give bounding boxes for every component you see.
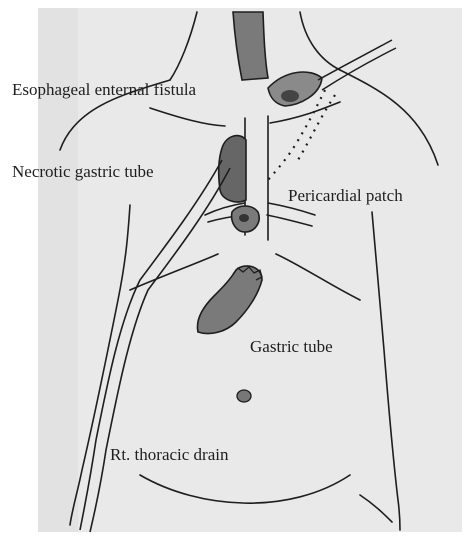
- navel: [237, 390, 251, 402]
- label-pericardial-patch: Pericardial patch: [288, 186, 403, 205]
- fistula-opening: [281, 90, 299, 102]
- necrotic-gastric-tube-shape: [219, 136, 246, 202]
- label-esophageal-fistula: Esophageal enternal fistula: [12, 80, 197, 99]
- label-gastric-tube: Gastric tube: [250, 337, 333, 356]
- pericardial-patch-dot: [239, 214, 249, 222]
- label-thoracic-drain: Rt. thoracic drain: [110, 445, 229, 464]
- label-necrotic-gastric-tube: Necrotic gastric tube: [12, 162, 154, 181]
